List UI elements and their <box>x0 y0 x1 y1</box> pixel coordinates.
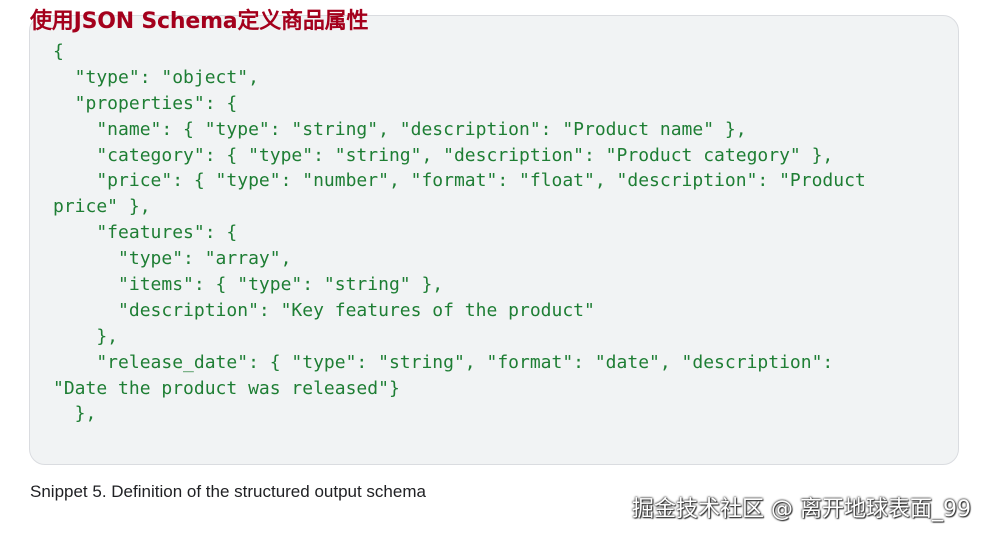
code-line: "features": { <box>53 222 238 244</box>
code-line: "description": "Key features of the prod… <box>53 299 595 321</box>
code-block <box>29 15 959 465</box>
code-line: "type": "array", <box>53 248 292 270</box>
code-line: "price": { "type": "number", "format": "… <box>53 170 866 192</box>
code-line: { <box>53 41 64 62</box>
code-line: "properties": { <box>53 92 238 114</box>
code-content: { "type": "object", "properties": { "nam… <box>53 39 866 427</box>
code-line: "type": "object", <box>53 66 259 88</box>
watermark: 掘金技术社区 @ 离开地球表面_99 <box>632 497 971 522</box>
code-line: "Date the product was released"} <box>53 377 400 399</box>
page-title: 使用JSON Schema定义商品属性 <box>30 9 369 34</box>
code-line: }, <box>53 403 97 425</box>
code-line: "items": { "type": "string" }, <box>53 274 444 296</box>
code-line: "release_date": { "type": "string", "for… <box>53 351 834 373</box>
figure-caption: Snippet 5. Definition of the structured … <box>30 482 426 501</box>
code-line: "category": { "type": "string", "descrip… <box>53 144 834 166</box>
code-line: price" }, <box>53 196 151 218</box>
code-line: }, <box>53 325 119 347</box>
code-line: "name": { "type": "string", "description… <box>53 118 747 140</box>
